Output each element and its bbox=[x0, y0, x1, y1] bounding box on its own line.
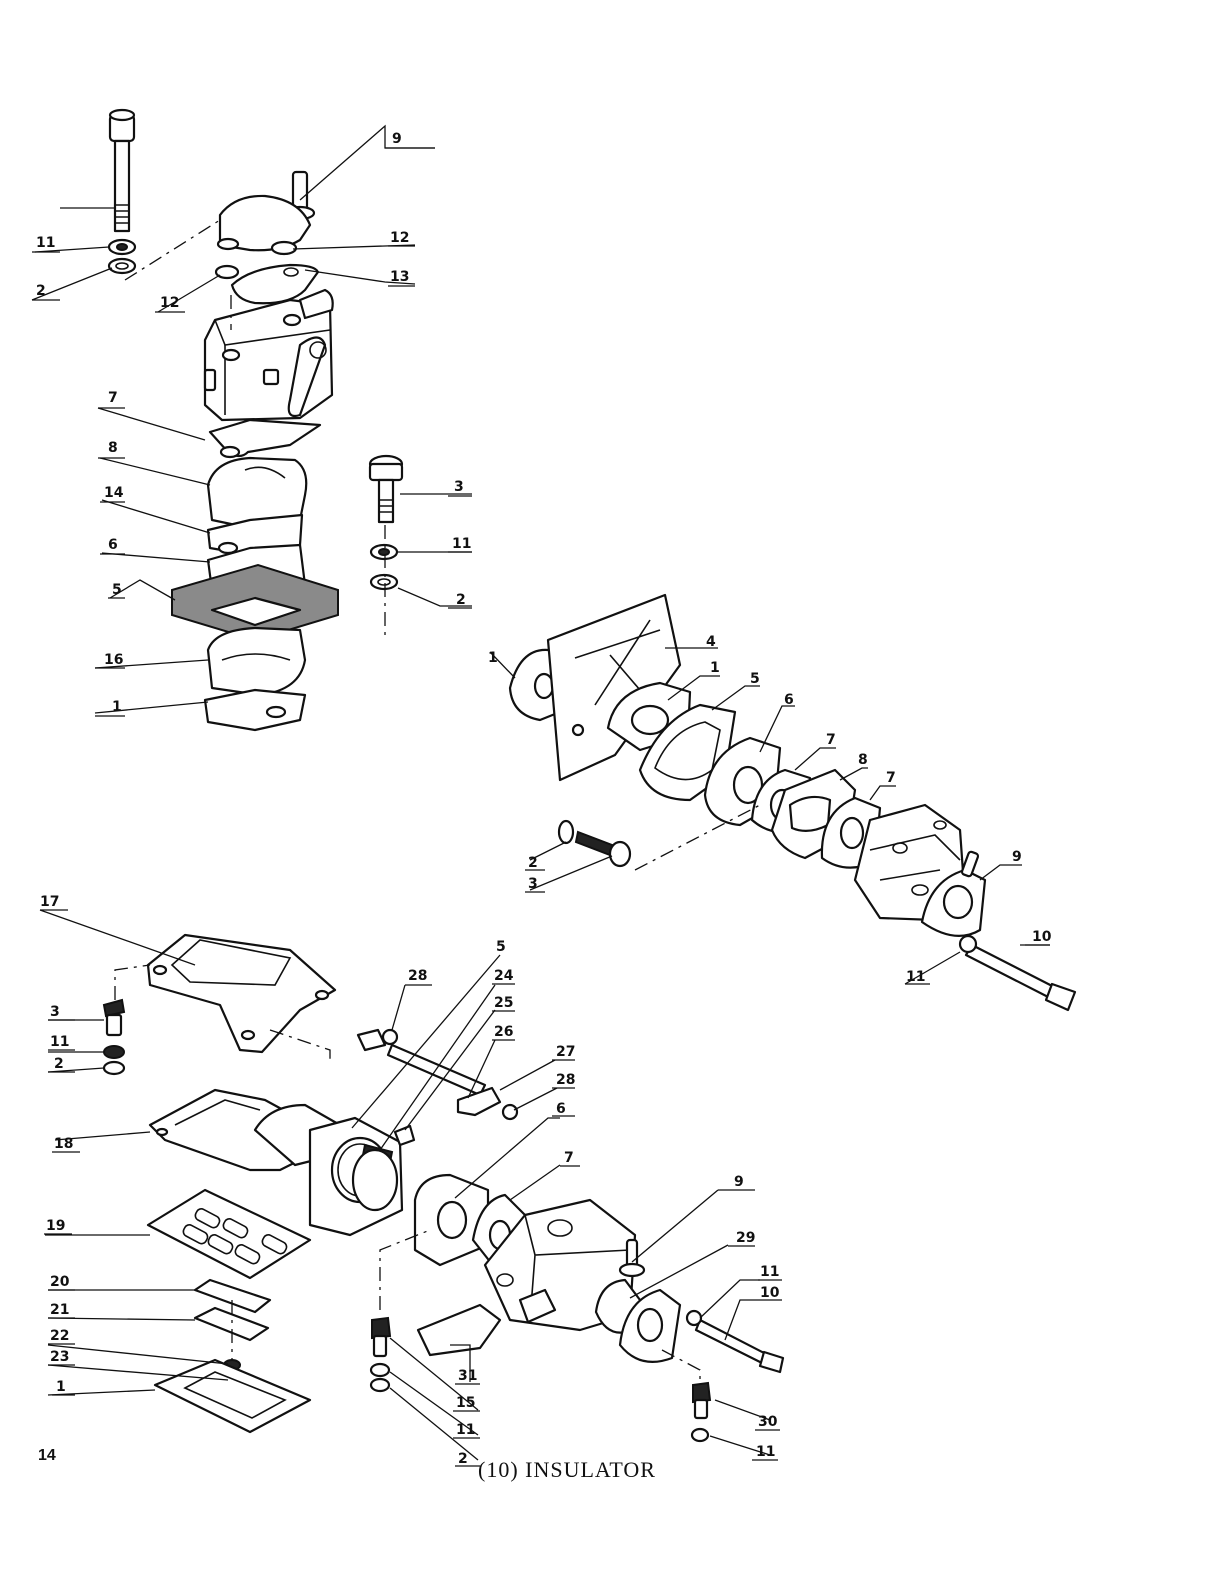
callout-b-17: 17 bbox=[40, 894, 59, 910]
callout-11-top: 11 bbox=[452, 536, 471, 552]
callout-b-11a: 11 bbox=[760, 1264, 779, 1280]
washer-2-b bbox=[104, 1062, 124, 1074]
callout-b-31: 31 bbox=[458, 1368, 477, 1384]
top-left-assembly bbox=[32, 110, 472, 730]
callout-12-left: 12 bbox=[160, 295, 179, 311]
gasket-1 bbox=[205, 690, 305, 730]
long-bolt-10 bbox=[966, 945, 1075, 1010]
callout-b-15: 15 bbox=[456, 1395, 475, 1411]
washer-11-b3 bbox=[692, 1429, 708, 1441]
fitting-25 bbox=[358, 1030, 385, 1050]
callout-8: 8 bbox=[108, 440, 118, 456]
callout-r-5: 5 bbox=[750, 671, 760, 687]
callout-14: 14 bbox=[104, 485, 124, 501]
callout-r-8: 8 bbox=[858, 752, 868, 768]
callout-b-29: 29 bbox=[736, 1230, 755, 1246]
callout-r-1b: 1 bbox=[710, 660, 720, 676]
page-number: 14 bbox=[38, 1447, 56, 1465]
callout-b-22: 22 bbox=[50, 1328, 69, 1344]
callout-b-27: 27 bbox=[556, 1044, 575, 1060]
screw-3-r bbox=[576, 832, 630, 866]
washer-2-right bbox=[371, 575, 397, 589]
washer-11-r bbox=[960, 936, 976, 952]
washer-11-b bbox=[104, 1046, 124, 1058]
callout-b-5: 5 bbox=[496, 939, 506, 955]
callout-b-10: 10 bbox=[760, 1285, 780, 1301]
callout-r-11: 11 bbox=[906, 969, 925, 985]
callout-r-7b: 7 bbox=[886, 770, 896, 786]
callout-b-26: 26 bbox=[494, 1024, 513, 1040]
figure-caption: (10) INSULATOR bbox=[478, 1457, 656, 1483]
washer-28b bbox=[503, 1105, 517, 1119]
callout-3-top: 3 bbox=[454, 479, 464, 495]
callout-9: 9 bbox=[392, 131, 402, 147]
callout-7: 7 bbox=[108, 390, 118, 406]
callout-b-28b: 28 bbox=[556, 1072, 575, 1088]
callout-r-9: 9 bbox=[1012, 849, 1022, 865]
washer-2 bbox=[109, 259, 135, 273]
carburetor-top bbox=[205, 290, 333, 420]
washer-11-right bbox=[371, 545, 397, 559]
callout-b-6: 6 bbox=[556, 1101, 566, 1117]
washer-12-right bbox=[272, 242, 296, 254]
callout-b-23: 23 bbox=[50, 1349, 69, 1365]
bottom-assembly bbox=[40, 910, 783, 1460]
elbow-27 bbox=[458, 1088, 500, 1115]
callout-2: 2 bbox=[36, 283, 46, 299]
callout-6: 6 bbox=[108, 537, 118, 553]
callout-11: 11 bbox=[36, 235, 55, 251]
clamp-ring bbox=[353, 1150, 397, 1210]
callout-b-3: 3 bbox=[50, 1004, 60, 1020]
callout-r-4: 4 bbox=[706, 634, 716, 650]
callout-b-1: 1 bbox=[56, 1379, 66, 1395]
washer-28a bbox=[383, 1030, 397, 1044]
callout-r-1a: 1 bbox=[488, 650, 498, 666]
callout-b-30: 30 bbox=[758, 1414, 778, 1430]
screw-3 bbox=[370, 456, 402, 522]
bracket-31 bbox=[418, 1305, 500, 1355]
callout-b-25: 25 bbox=[494, 995, 513, 1011]
right-assembly bbox=[490, 595, 1075, 1010]
washer-11-b2 bbox=[687, 1311, 701, 1325]
callout-b-7: 7 bbox=[564, 1150, 574, 1166]
cover-hole bbox=[218, 239, 238, 249]
callout-5: 5 bbox=[112, 582, 122, 598]
screw-3-b bbox=[104, 1000, 124, 1035]
callout-12-right: 12 bbox=[390, 230, 409, 246]
washer-2-r bbox=[559, 821, 573, 843]
callout-r-2: 2 bbox=[528, 855, 538, 871]
callout-r-3: 3 bbox=[528, 876, 538, 892]
callout-b-20: 20 bbox=[50, 1274, 70, 1290]
callout-b-11b: 11 bbox=[756, 1444, 775, 1460]
bolt-10-b bbox=[696, 1320, 768, 1364]
washer-11 bbox=[109, 240, 135, 254]
callout-2-top: 2 bbox=[456, 592, 466, 608]
washer-2-b2 bbox=[371, 1379, 389, 1391]
callout-13: 13 bbox=[390, 269, 409, 285]
callout-b-28a: 28 bbox=[408, 968, 427, 984]
callout-b-24: 24 bbox=[494, 968, 514, 984]
callout-r-7a: 7 bbox=[826, 732, 836, 748]
washer-11-b4 bbox=[371, 1364, 389, 1376]
gasket-1-b bbox=[155, 1360, 310, 1432]
block-16 bbox=[208, 628, 305, 695]
callout-b-11: 11 bbox=[50, 1034, 69, 1050]
callout-b-9: 9 bbox=[734, 1174, 744, 1190]
callout-b-2b: 2 bbox=[458, 1451, 468, 1467]
callout-16: 16 bbox=[104, 652, 123, 668]
callout-r-10: 10 bbox=[1032, 929, 1052, 945]
callout-b-21: 21 bbox=[50, 1302, 69, 1318]
callout-b-19: 19 bbox=[46, 1218, 65, 1234]
screw-25 bbox=[395, 1126, 414, 1145]
callout-b-2: 2 bbox=[54, 1056, 64, 1072]
callout-1: 1 bbox=[112, 699, 122, 715]
callout-r-6: 6 bbox=[784, 692, 794, 708]
callout-b-11c: 11 bbox=[456, 1422, 475, 1438]
reed-plate-19 bbox=[148, 1190, 310, 1278]
washer-12-left bbox=[216, 266, 238, 278]
long-bolt bbox=[110, 110, 134, 231]
callout-b-18: 18 bbox=[54, 1136, 73, 1152]
